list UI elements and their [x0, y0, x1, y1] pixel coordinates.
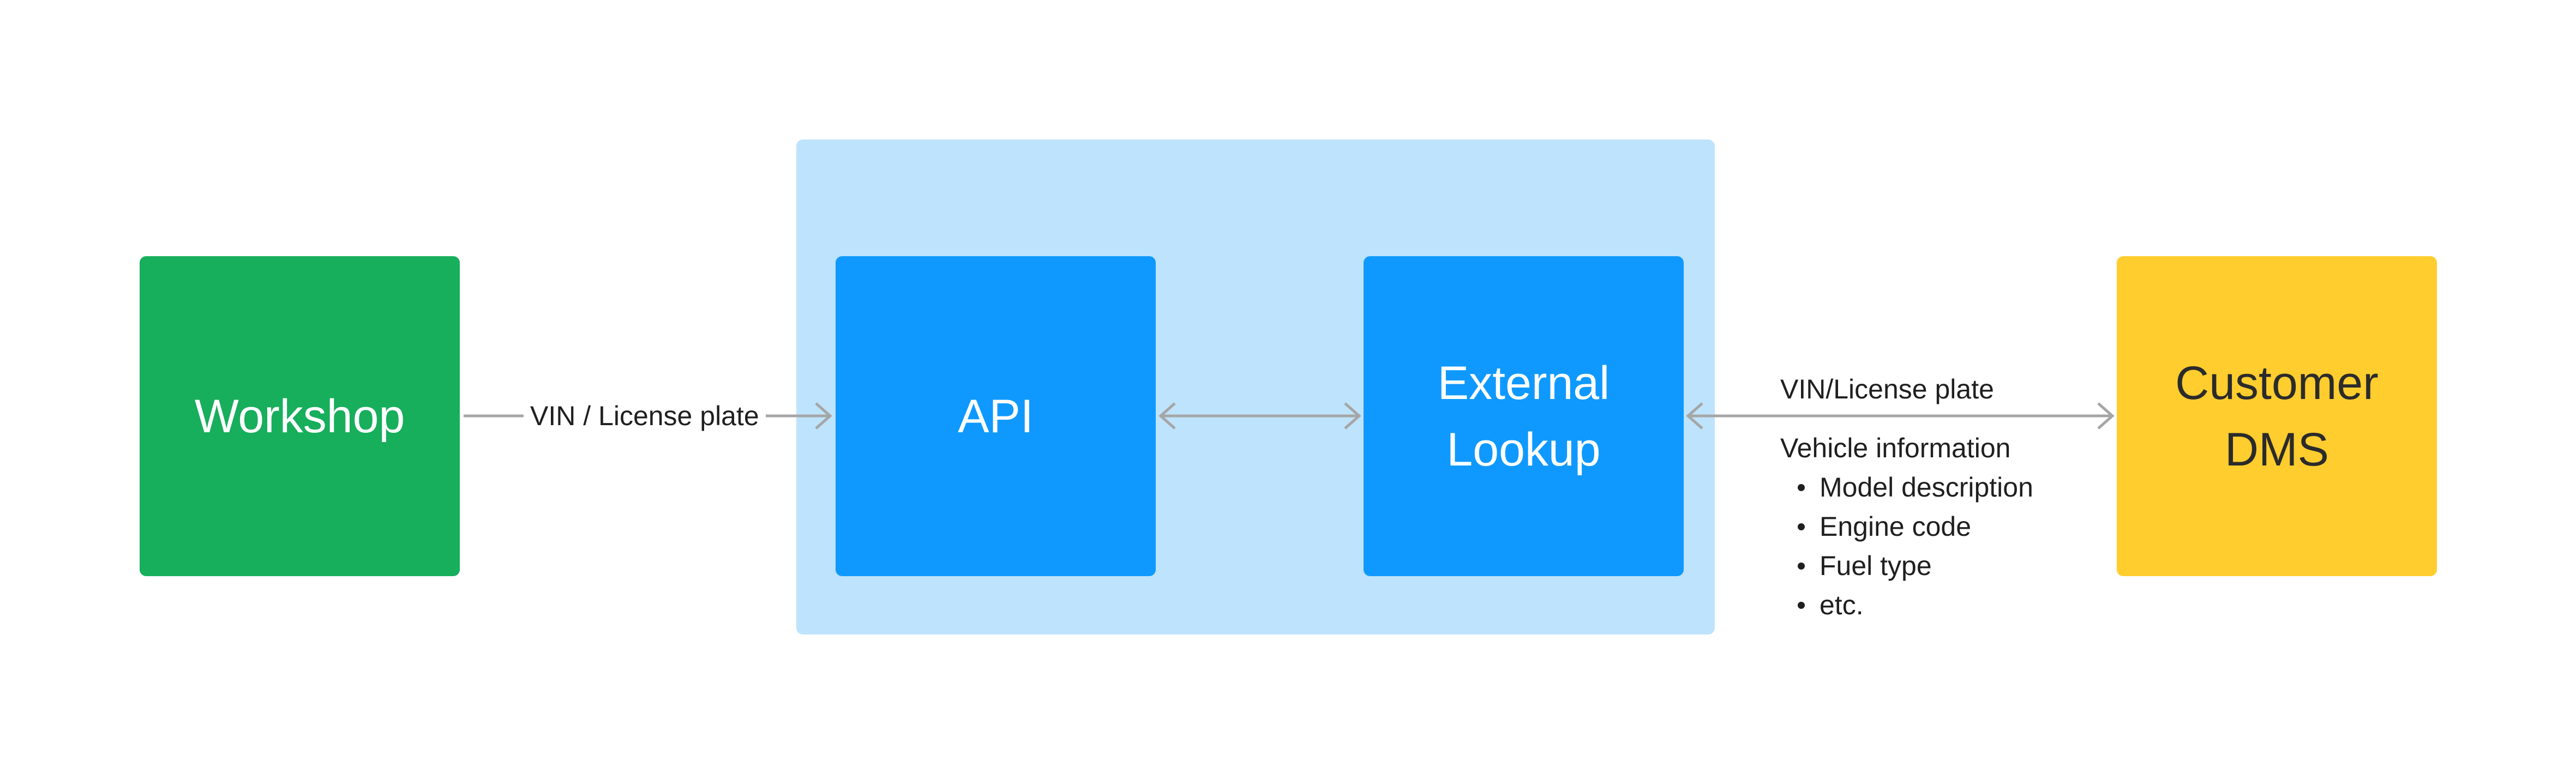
workshop-to-api-arrowhead: [815, 402, 832, 430]
external-side-arrowhead: [1344, 402, 1361, 430]
list-item-model-description: Model description: [1798, 468, 2033, 507]
external-lookup-side-arrowhead: [1686, 402, 1703, 430]
list-item-engine-code: Engine code: [1798, 507, 2033, 546]
external-lookup-node: External Lookup: [1364, 256, 1684, 576]
dms-side-arrowhead: [2097, 402, 2115, 430]
vehicle-information-label: Vehicle information: [1780, 432, 2011, 464]
api-label: API: [958, 390, 1034, 443]
workshop-api-edge-label: VIN / License plate: [524, 400, 766, 432]
customer-dms-node: Customer DMS: [2117, 256, 2437, 576]
list-item-etc: etc.: [1798, 585, 2033, 625]
list-item-fuel-type: Fuel type: [1798, 546, 2033, 585]
api-side-arrowhead: [1158, 402, 1176, 430]
vehicle-information-list: Model description Engine code Fuel type …: [1780, 468, 2033, 625]
workshop-label: Workshop: [194, 390, 405, 443]
external-dms-edge-label: VIN/License plate: [1780, 373, 1994, 406]
api-node: API: [836, 256, 1156, 576]
external-lookup-label: External Lookup: [1437, 356, 1610, 476]
customer-dms-label: Customer DMS: [2175, 356, 2379, 476]
workshop-node: Workshop: [140, 256, 460, 576]
